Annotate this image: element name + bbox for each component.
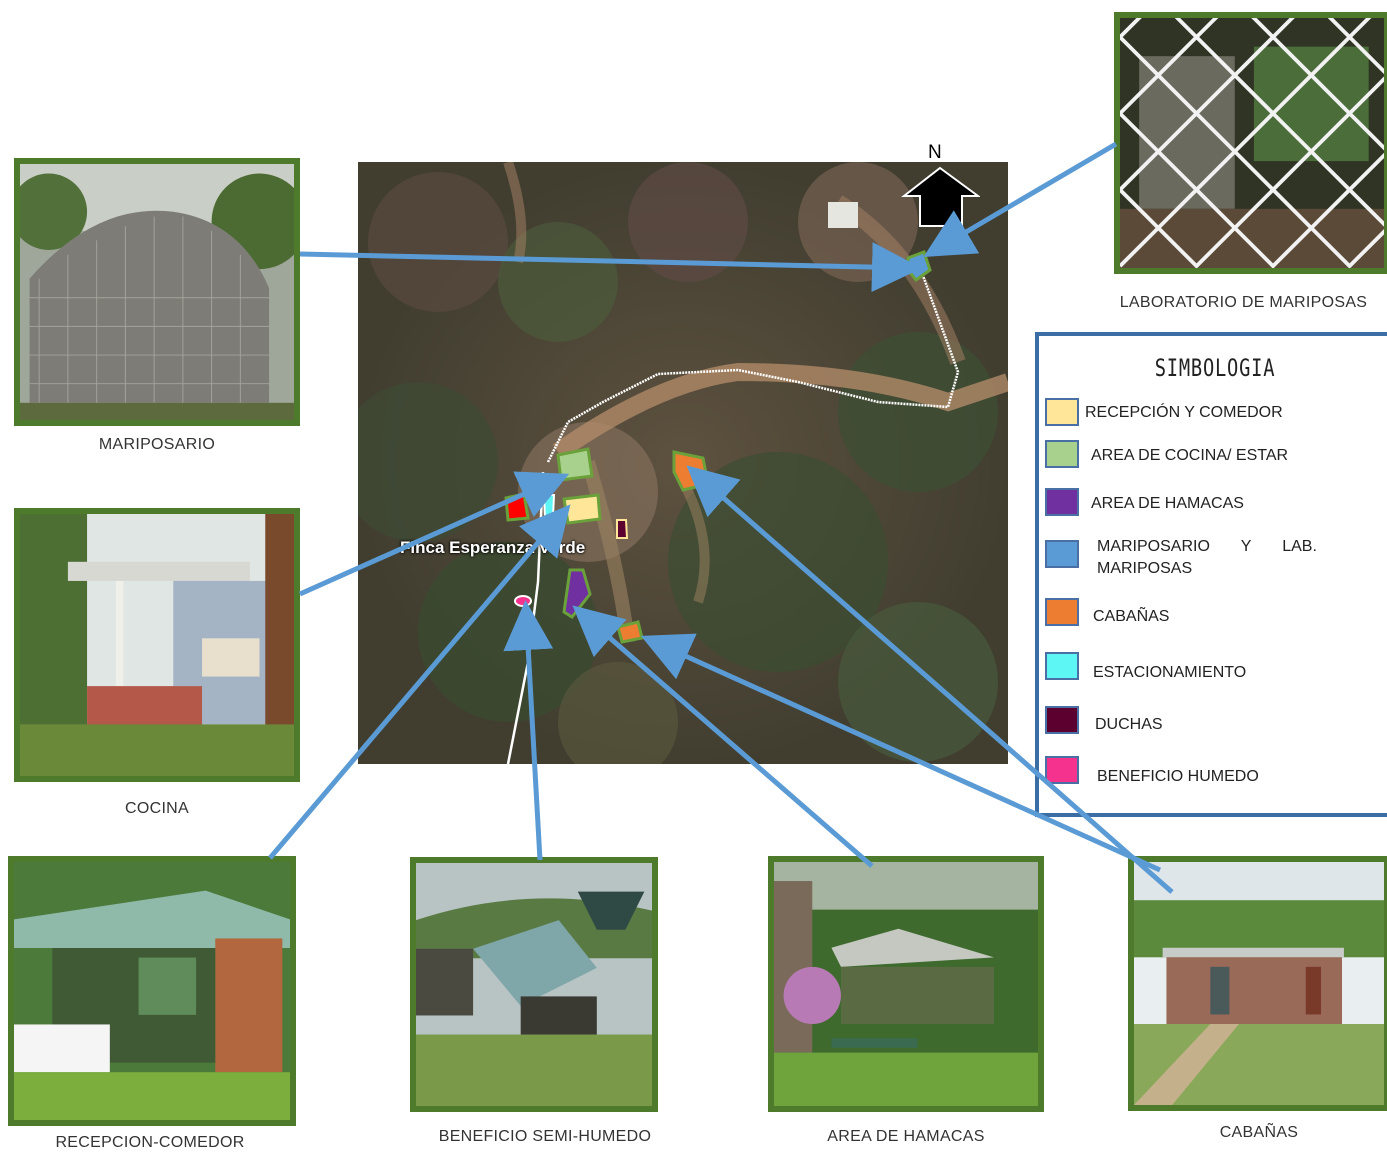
legend-label: RECEPCIÓN Y COMEDOR (1085, 404, 1283, 421)
legend-title: SIMBOLOGIA (1154, 354, 1276, 382)
caption-hamacas: AREA DE HAMACAS (827, 1128, 985, 1145)
legend-swatch (1045, 398, 1079, 426)
legend-swatch (1045, 756, 1079, 784)
caption-beneficio: BENEFICIO SEMI-HUMEDO (438, 1128, 652, 1145)
photo-beneficio (410, 857, 658, 1112)
legend-swatch (1045, 540, 1079, 568)
legend-swatch (1045, 488, 1079, 516)
legend-label: ESTACIONAMIENTO (1093, 664, 1247, 681)
legend-label: BENEFICIO HUMEDO (1097, 768, 1259, 785)
legend-label: MARIPOSARIO Y LAB. (1097, 538, 1317, 555)
map-place-label: Finca Esperanza Verde (400, 538, 586, 557)
photo-cabanas (1128, 856, 1387, 1111)
legend-label: AREA DE COCINA/ ESTAR (1091, 447, 1289, 464)
legend-label: DUCHAS (1095, 716, 1163, 733)
caption-cabanas: CABAÑAS (1219, 1124, 1299, 1141)
photo-recepcion (8, 856, 296, 1126)
legend-swatch (1045, 706, 1079, 734)
legend-panel: SIMBOLOGIA RECEPCIÓN Y COMEDOR AREA DE C… (1035, 332, 1387, 817)
photo-mariposario (14, 158, 300, 426)
legend-swatch (1045, 440, 1079, 468)
photo-laboratorio (1114, 12, 1387, 274)
legend-swatch (1045, 598, 1079, 626)
north-arrow-icon (901, 166, 980, 227)
legend-label: AREA DE HAMACAS (1091, 495, 1244, 512)
legend-label: MARIPOSAS (1097, 560, 1193, 577)
legend-label: CABAÑAS (1093, 608, 1170, 625)
caption-cocina: COCINA (124, 800, 190, 817)
caption-laboratorio: LABORATORIO DE MARIPOSAS (1119, 294, 1368, 311)
caption-recepcion: RECEPCION-COMEDOR (55, 1134, 245, 1151)
photo-cocina (14, 508, 300, 782)
photo-hamacas (768, 856, 1044, 1112)
caption-mariposario: MARIPOSARIO (98, 436, 216, 453)
aerial-map (358, 162, 1008, 764)
legend-swatch (1045, 652, 1079, 680)
